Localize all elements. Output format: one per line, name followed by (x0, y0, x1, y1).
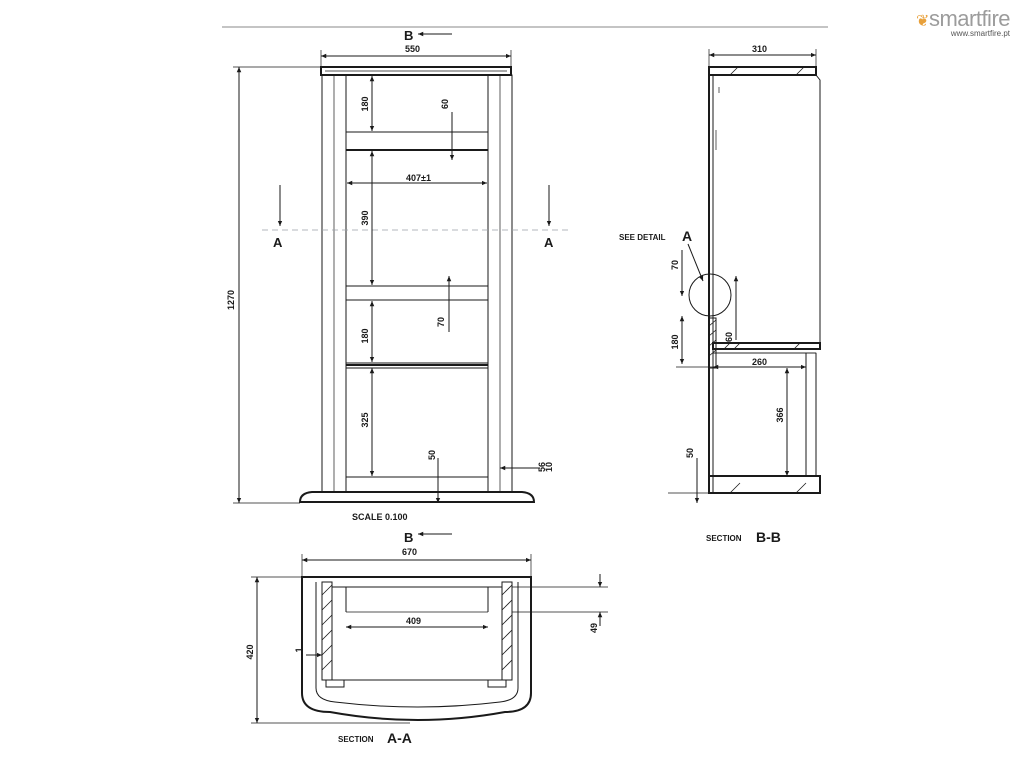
section-marker-a-left: A (273, 235, 283, 250)
dim-60: 60 (440, 99, 450, 109)
section-a-a: 670 409 (245, 547, 608, 746)
dim-height-1270: 1270 (226, 290, 236, 310)
flame-icon: ❦ (916, 13, 929, 30)
front-view: 550 B A A 1270 180 (226, 28, 572, 545)
section-aa-title-letter: A-A (387, 730, 412, 746)
section-marker-a-right: A (544, 235, 554, 250)
dim-325: 325 (360, 412, 370, 427)
bottom-shelf (345, 476, 489, 493)
aa-right-wall (501, 581, 513, 681)
aa-outer-plan (301, 576, 532, 721)
dim-1: 1 (294, 647, 304, 652)
dim-670: 670 (402, 547, 417, 557)
section-aa-title-prefix: SECTION (338, 735, 374, 744)
aa-inner-plan (315, 582, 519, 708)
dim-10: 10 (544, 462, 554, 472)
brand-wordmark: ❦smartfire (916, 6, 1010, 31)
dim-bb-260: 260 (752, 357, 767, 367)
dim-310: 310 (752, 44, 767, 54)
dim-70: 70 (436, 317, 446, 327)
detail-circle (688, 273, 732, 317)
plinth (298, 491, 536, 503)
dim-180-top: 180 (360, 96, 370, 111)
dim-50: 50 (427, 450, 437, 460)
dim-407: 407±1 (406, 173, 431, 183)
section-bb-title-letter: B-B (756, 529, 781, 545)
dim-420: 420 (245, 644, 255, 659)
section-marker-b-bottom: B (404, 530, 413, 545)
section-bb-title-prefix: SECTION (706, 534, 742, 543)
dim-bb-50: 50 (685, 448, 695, 458)
scale-label: SCALE 0.100 (352, 512, 408, 522)
dim-bb-70: 70 (670, 260, 680, 270)
top-board (320, 66, 512, 76)
dim-390: 390 (360, 210, 370, 225)
dim-bb-180: 180 (670, 334, 680, 349)
bb-lower-cabinet (712, 352, 817, 477)
aa-foot-left (325, 679, 345, 688)
dim-bb-366: 366 (775, 407, 785, 422)
detail-letter: A (682, 228, 692, 244)
front-width-label: 550 (405, 44, 420, 54)
dim-bb-60: 60 (724, 332, 734, 342)
bb-right-edge (815, 74, 821, 343)
bb-bottom-board (708, 475, 821, 494)
brand-url: www.smartfire.pt (950, 29, 1010, 38)
bb-shelf (712, 342, 821, 350)
aa-wall-hatching (321, 584, 513, 671)
shelf-1 (345, 131, 489, 151)
dim-49: 49 (589, 623, 599, 633)
dim-56: 56 (537, 462, 547, 472)
bb-top-board (708, 66, 817, 76)
section-marker-b-top: B (404, 28, 413, 43)
brand-logo: ❦smartfire www.smartfire.pt (916, 6, 1010, 38)
dim-180-mid: 180 (360, 328, 370, 343)
aa-foot-right (487, 679, 507, 688)
see-detail-label: SEE DETAIL (619, 233, 666, 242)
section-b-b: 310 SEE DETAIL A 70 180 60 (619, 44, 821, 545)
dim-409: 409 (406, 616, 421, 626)
shelf-2 (345, 285, 489, 301)
